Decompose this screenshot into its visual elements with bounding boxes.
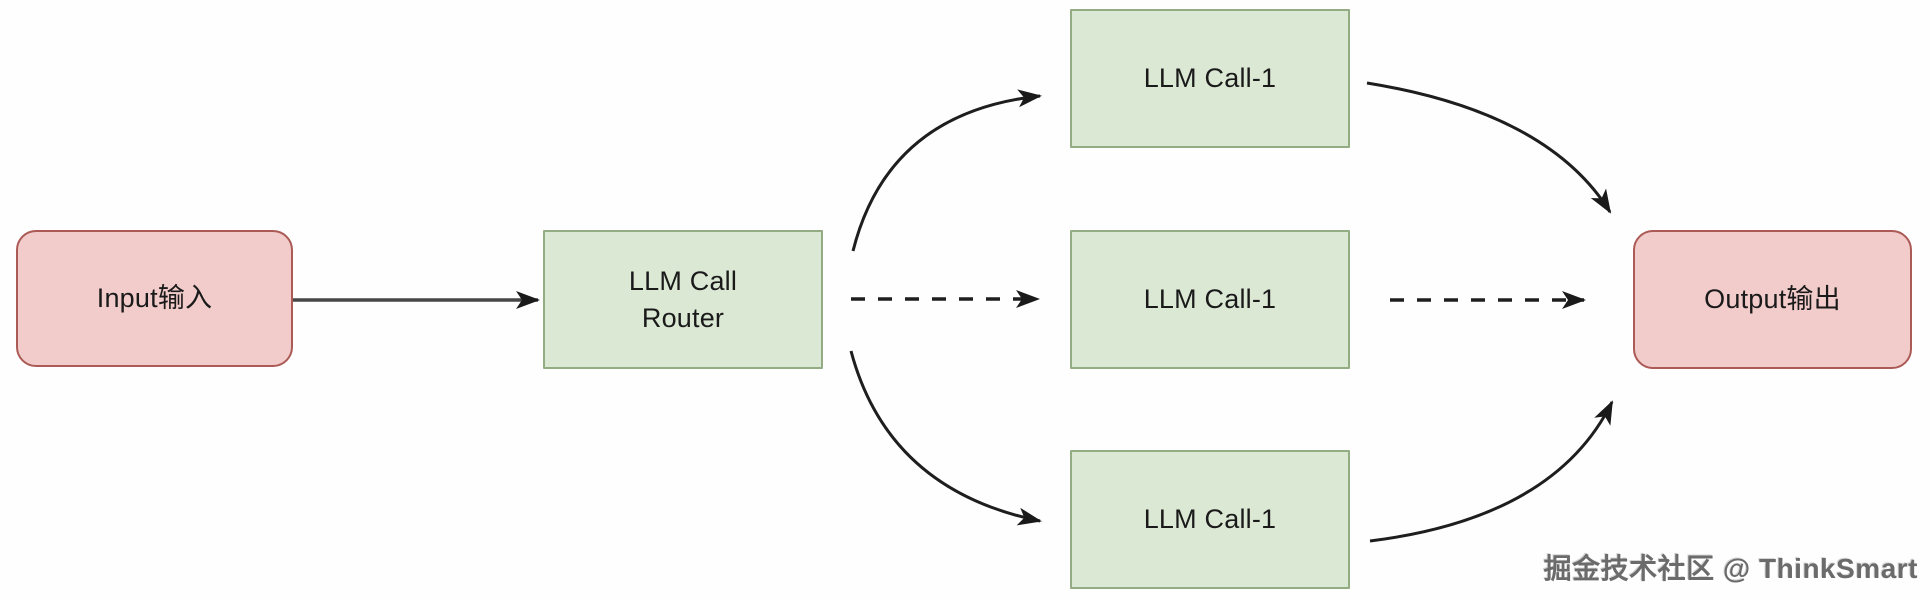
node-input-label: Input输入 [96,283,213,314]
watermark-text: 掘金技术社区 @ ThinkSmart [1543,553,1918,584]
node-llm-call-top: LLM Call-1 [1070,9,1350,148]
node-llm-call-top-label: LLM Call-1 [1143,63,1277,94]
node-output-label: Output输出 [1704,284,1841,315]
node-llm-call-router: LLM Call Router [543,230,823,369]
node-llm-call-middle: LLM Call-1 [1070,230,1350,369]
edge-router-to-call1 [851,89,1042,252]
node-output: Output输出 [1633,230,1912,369]
edge-call3-to-output [1369,400,1614,543]
node-llm-call-middle-label: LLM Call-1 [1143,284,1277,315]
node-llm-call-router-label: LLM Call Router [628,266,738,333]
node-llm-call-bottom: LLM Call-1 [1070,450,1350,589]
edge-call1-to-output [1366,81,1612,214]
node-input: Input输入 [16,230,293,367]
edge-router-to-call3 [849,350,1042,526]
node-llm-call-bottom-label: LLM Call-1 [1143,504,1277,535]
